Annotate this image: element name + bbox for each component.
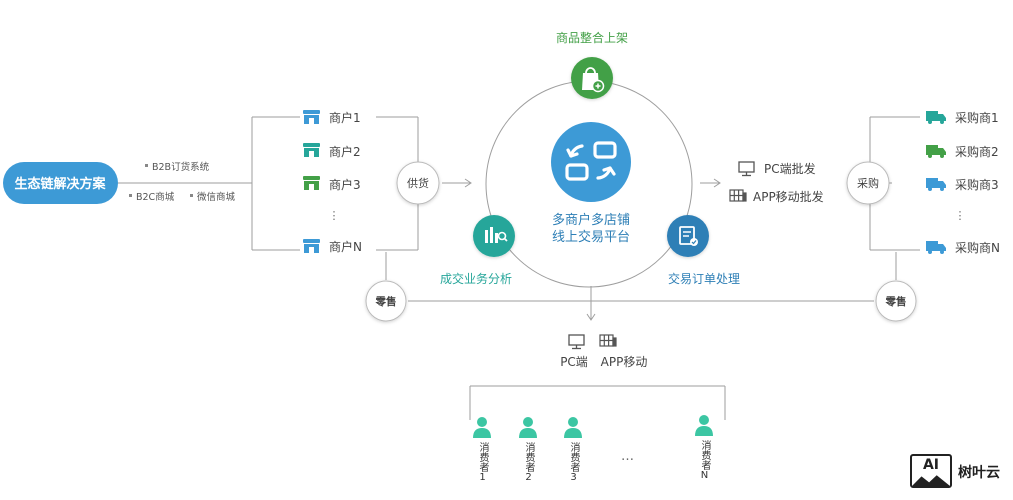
buyer-label: 采购商3 (955, 177, 999, 192)
store-icon (303, 110, 320, 124)
purchase-node[interactable] (846, 161, 890, 205)
truck-icon (926, 241, 946, 254)
merchant-item[interactable]: 商户1 (303, 110, 361, 125)
merchant-list: 商户1 商户2 商户3 ⋮ 商户N (303, 110, 362, 254)
bag-plus-icon (582, 67, 605, 93)
consumer-label-2: 消费者2 (523, 442, 534, 483)
store-icon (303, 239, 320, 253)
bottom-app-label: APP移动 (601, 355, 648, 369)
consumer-ellipsis: … (621, 449, 636, 464)
wholesale-app[interactable]: APP移动批发 (729, 189, 824, 204)
brand-name: 树叶云 (958, 465, 1000, 481)
brand-logo: AI (910, 454, 952, 488)
buyer-label: 采购商1 (955, 110, 999, 125)
brand-badge: AI (922, 457, 940, 473)
merchant-label: 商户N (329, 239, 362, 254)
buyer-item[interactable]: 采购商2 (926, 144, 999, 159)
channel-b2b: B2B订货系统 (152, 161, 210, 173)
bullet-icon (190, 194, 193, 197)
merchant-label: 商户2 (329, 144, 361, 159)
merchant-item[interactable]: 商户3 (303, 176, 361, 192)
order-label: 交易订单处理 (668, 271, 740, 286)
wholesale-pc[interactable]: PC端批发 (738, 161, 816, 177)
bottom-app[interactable]: APP移动 (599, 334, 648, 369)
consumer-label-n: 消费者N (699, 440, 710, 481)
solution-pill[interactable] (3, 162, 118, 204)
buyer-label: 采购商2 (955, 144, 999, 159)
merchant-item[interactable]: 商户N (303, 239, 362, 254)
merchant-item[interactable]: 商户2 (303, 143, 361, 159)
supply-node[interactable] (396, 161, 440, 205)
platform-hub (551, 122, 631, 202)
platform-title-line1: 多商户多店铺 (552, 212, 630, 228)
person-icon (695, 415, 713, 436)
truck-icon (926, 111, 946, 124)
channel-b2c: B2C商城 (136, 191, 175, 203)
store-icon (303, 143, 320, 157)
analysis-label: 成交业务分析 (440, 271, 512, 286)
monitor-icon (738, 161, 755, 177)
purchase-label: 采购 (857, 176, 879, 190)
monitor-icon (568, 334, 585, 350)
channel-list: B2B订货系统 B2C商城 微信商城 (129, 161, 236, 203)
consumer-label-1: 消费者1 (477, 442, 488, 483)
buyer-item[interactable]: 采购商3 (926, 177, 999, 192)
brand-mountain-icon (912, 475, 950, 486)
store-icon (303, 176, 320, 190)
buyer-label: 采购商N (955, 240, 1000, 255)
bottom-pc[interactable]: PC端 (560, 334, 588, 369)
truck-icon (926, 145, 946, 158)
retail-left-node[interactable] (365, 280, 407, 322)
platform-title-line2: 线上交易平台 (552, 229, 630, 245)
wholesale-app-label: APP移动批发 (753, 189, 824, 204)
retail-right-label: 零售 (885, 295, 907, 308)
buyer-ellipsis: ⋮ (955, 209, 966, 222)
consumer-label-3: 消费者3 (568, 442, 579, 483)
retail-right-node[interactable] (875, 280, 917, 322)
exchange-icon (565, 141, 617, 181)
wholesale-pc-label: PC端批发 (764, 161, 816, 176)
bullet-icon (145, 164, 148, 167)
solution-label: 生态链解决方案 (14, 176, 106, 192)
retail-left-label: 零售 (375, 295, 397, 308)
merchant-label: 商户1 (329, 110, 361, 125)
person-icon (519, 417, 537, 438)
app-grid-icon (729, 189, 747, 202)
analysis-node[interactable] (473, 215, 515, 257)
merchant-ellipsis: ⋮ (329, 209, 340, 222)
person-icon (473, 417, 491, 438)
bullet-icon (129, 194, 132, 197)
bottom-pc-label: PC端 (560, 355, 588, 369)
supply-label: 供货 (407, 176, 429, 190)
app-grid-icon (599, 334, 617, 347)
merchant-label: 商户3 (329, 177, 361, 192)
consumer-icons (473, 415, 713, 438)
chart-icon (485, 227, 508, 243)
integration-label: 商品整合上架 (556, 30, 628, 45)
person-icon (564, 417, 582, 438)
truck-icon (926, 178, 946, 191)
order-icon (679, 226, 698, 246)
buyer-item[interactable]: 采购商1 (926, 110, 999, 125)
buyer-list: 采购商1 采购商2 采购商3 ⋮ 采购商N (926, 110, 1000, 255)
buyer-item[interactable]: 采购商N (926, 240, 1000, 255)
channel-wechat: 微信商城 (197, 191, 236, 203)
